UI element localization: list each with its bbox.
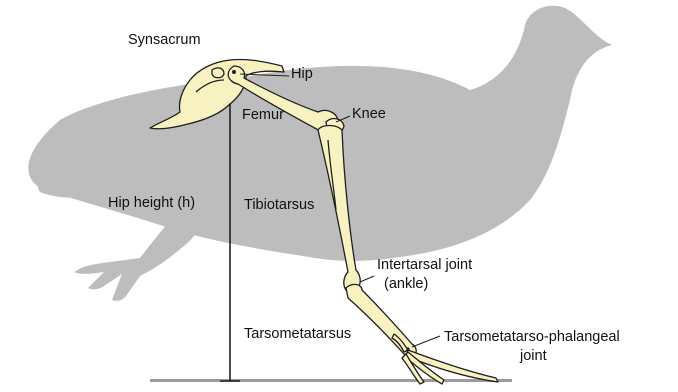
hip-joint-marker (232, 70, 236, 74)
label-tibiotarsus: Tibiotarsus (244, 197, 314, 214)
label-synsacrum: Synsacrum (128, 32, 201, 49)
label-knee: Knee (352, 106, 386, 123)
obturator-foramen (212, 68, 224, 78)
label-tmp-joint-word: joint (520, 348, 547, 365)
tmp-leader (412, 336, 440, 347)
label-hip: Hip (291, 66, 313, 83)
intertarsal-leader (360, 276, 374, 282)
label-tmp-joint: Tarsometatarso-phalangeal (444, 329, 620, 346)
label-hip-height: Hip height (h) (108, 195, 195, 212)
tarsometatarsus-bone (346, 284, 416, 356)
label-tarsometatarsus: Tarsometatarsus (244, 326, 351, 343)
tmp-joint-marker (406, 347, 409, 350)
label-intertarsal-joint: Intertarsal joint (377, 257, 472, 274)
bird-silhouette (28, 6, 612, 301)
far-leg-silhouette (74, 215, 200, 301)
ground-line (150, 379, 512, 382)
label-femur: Femur (242, 107, 284, 124)
label-ankle: (ankle) (384, 276, 428, 293)
